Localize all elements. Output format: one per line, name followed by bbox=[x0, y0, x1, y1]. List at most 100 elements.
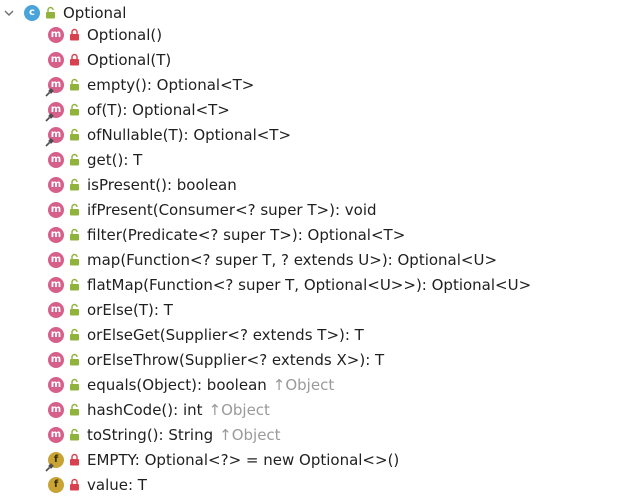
lock-open-icon bbox=[69, 103, 80, 116]
lock-closed-icon bbox=[69, 28, 80, 41]
member-signature: value: T bbox=[87, 475, 147, 494]
method-icon: m bbox=[47, 376, 65, 394]
member-kind-badge: m bbox=[48, 101, 64, 118]
method-icon: m bbox=[47, 276, 65, 294]
member-kind-badge: m bbox=[48, 151, 64, 168]
static-pin-icon bbox=[45, 112, 54, 122]
lock-open-icon bbox=[69, 228, 80, 241]
inherited-from-label: ↑Object bbox=[272, 375, 335, 394]
inherited-from-label: ↑Object bbox=[219, 425, 281, 444]
method-icon: m bbox=[47, 26, 65, 44]
lock-open-icon bbox=[69, 328, 80, 341]
tree-node-field[interactable]: f value: T bbox=[47, 472, 147, 497]
tree-node-method[interactable]: m toString(): String ↑Object bbox=[47, 422, 281, 447]
lock-open-icon bbox=[69, 203, 80, 216]
lock-open-icon bbox=[69, 353, 80, 366]
method-icon: m bbox=[47, 326, 65, 344]
member-kind-badge: m bbox=[48, 376, 64, 393]
member-kind-badge: m bbox=[48, 351, 64, 368]
tree-node-method[interactable]: m isPresent(): boolean bbox=[47, 172, 237, 197]
tree-node-method[interactable]: m flatMap(Function<? super T, Optional<U>… bbox=[47, 272, 531, 297]
member-signature: empty(): Optional<T> bbox=[87, 75, 255, 94]
static-pin-icon bbox=[45, 137, 54, 147]
member-kind-badge: m bbox=[48, 301, 64, 318]
member-kind-badge: m bbox=[48, 226, 64, 243]
method-icon: m bbox=[47, 351, 65, 369]
lock-open-icon bbox=[69, 378, 80, 391]
method-icon: m bbox=[47, 201, 65, 219]
tree-node-method[interactable]: m map(Function<? super T, ? extends U>): … bbox=[47, 247, 497, 272]
method-icon: m bbox=[47, 176, 65, 194]
member-signature: toString(): String bbox=[87, 425, 214, 444]
member-signature: orElse(T): T bbox=[87, 300, 173, 319]
member-signature: flatMap(Function<? super T, Optional<U>>… bbox=[87, 275, 532, 294]
chevron-down-icon[interactable] bbox=[2, 6, 16, 20]
tree-node-field[interactable]: f EMPTY: Optional<?> = new Optional<>() bbox=[45, 447, 400, 472]
tree-node-method[interactable]: m ofNullable(T): Optional<T> bbox=[45, 122, 292, 147]
member-kind-badge: m bbox=[48, 326, 64, 343]
lock-open-icon bbox=[69, 278, 80, 291]
member-signature: of(T): Optional<T> bbox=[87, 100, 230, 119]
member-kind-badge: m bbox=[48, 401, 64, 418]
member-signature: map(Function<? super T, ? extends U>): O… bbox=[87, 250, 498, 269]
member-signature: orElseThrow(Supplier<? extends X>): T bbox=[87, 350, 385, 369]
member-kind-badge: m bbox=[48, 426, 64, 443]
member-signature: ifPresent(Consumer<? super T>): void bbox=[87, 200, 377, 219]
inherited-from-label: ↑Object bbox=[208, 400, 270, 419]
lock-open-icon bbox=[45, 6, 56, 19]
lock-closed-icon bbox=[69, 478, 80, 491]
member-kind-badge: m bbox=[48, 251, 64, 268]
tree-node-method[interactable]: m hashCode(): int ↑Object bbox=[47, 397, 270, 422]
member-kind-badge: m bbox=[48, 176, 64, 193]
lock-open-icon bbox=[69, 428, 80, 441]
method-icon: m bbox=[47, 301, 65, 319]
method-icon: m bbox=[47, 51, 65, 69]
lock-open-icon bbox=[69, 128, 80, 141]
tree-node-method[interactable]: m ifPresent(Consumer<? super T>): void bbox=[47, 197, 377, 222]
member-kind-badge: m bbox=[48, 51, 64, 68]
member-kind-badge: m bbox=[48, 276, 64, 293]
method-icon: m bbox=[45, 126, 65, 147]
tree-node-method[interactable]: m filter(Predicate<? super T>): Optional<… bbox=[47, 222, 405, 247]
lock-open-icon bbox=[69, 253, 80, 266]
field-icon: f bbox=[47, 476, 65, 494]
method-icon: m bbox=[47, 151, 65, 169]
field-icon: f bbox=[45, 451, 65, 472]
static-pin-icon bbox=[45, 462, 54, 472]
member-kind-badge: m bbox=[48, 76, 64, 93]
tree-node-method[interactable]: m empty(): Optional<T> bbox=[45, 72, 255, 97]
member-signature: filter(Predicate<? super T>): Optional<T… bbox=[87, 225, 406, 244]
lock-closed-icon bbox=[69, 53, 80, 66]
class-kind-badge: c bbox=[24, 4, 40, 21]
method-icon: m bbox=[45, 101, 65, 122]
lock-open-icon bbox=[69, 403, 80, 416]
lock-closed-icon bbox=[69, 453, 80, 466]
tree-node-method[interactable]: m of(T): Optional<T> bbox=[45, 97, 230, 122]
member-kind-badge: f bbox=[48, 451, 64, 468]
tree-node-method[interactable]: m orElseThrow(Supplier<? extends X>): T bbox=[47, 347, 384, 372]
class-icon: c bbox=[23, 4, 41, 22]
tree-node-method[interactable]: m orElse(T): T bbox=[47, 297, 173, 322]
static-pin-icon bbox=[45, 87, 54, 97]
member-signature: isPresent(): boolean bbox=[87, 175, 237, 194]
member-signature: Optional(T) bbox=[87, 50, 172, 69]
lock-open-icon bbox=[69, 303, 80, 316]
tree-node-method[interactable]: m Optional(T) bbox=[47, 47, 171, 72]
class-name: Optional bbox=[63, 3, 127, 22]
tree-node-class[interactable]: c Optional bbox=[0, 0, 126, 25]
lock-open-icon bbox=[69, 153, 80, 166]
member-signature: EMPTY: Optional<?> = new Optional<>() bbox=[87, 450, 400, 469]
member-signature: get(): T bbox=[87, 150, 143, 169]
member-signature: ofNullable(T): Optional<T> bbox=[87, 125, 292, 144]
member-signature: hashCode(): int bbox=[87, 400, 203, 419]
method-icon: m bbox=[45, 76, 65, 97]
method-icon: m bbox=[47, 401, 65, 419]
tree-node-method[interactable]: m get(): T bbox=[47, 147, 142, 172]
lock-open-icon bbox=[69, 178, 80, 191]
member-kind-badge: m bbox=[48, 26, 64, 43]
lock-open-icon bbox=[69, 78, 80, 91]
